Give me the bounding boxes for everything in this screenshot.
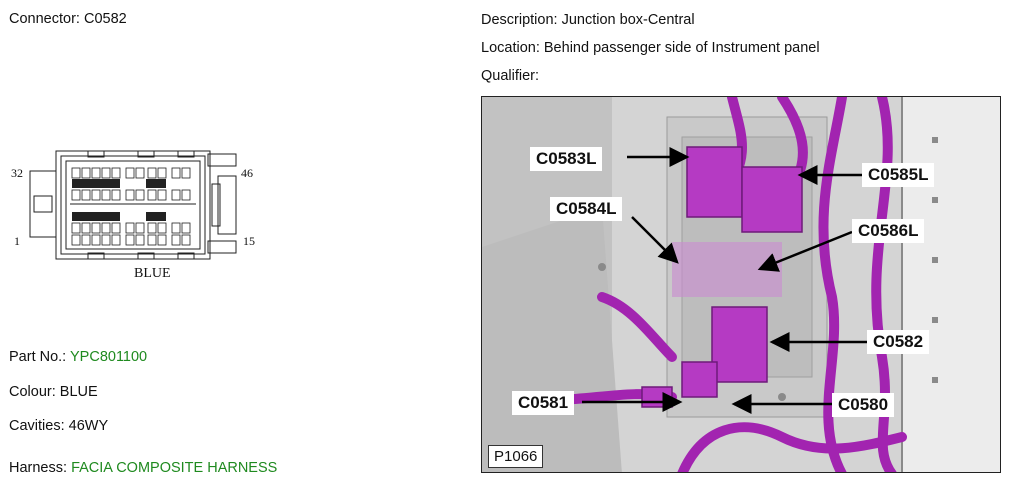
harness-field: Harness: FACIA COMPOSITE HARNESS	[9, 459, 277, 477]
connector-label: Connector:	[9, 11, 80, 27]
part-no-field: Part No.: YPC801100	[9, 348, 147, 366]
connector-colour-caption: BLUE	[134, 266, 171, 281]
connector-location-photo: C0583L C0585L C0584L C0586L C0582 C0581 …	[481, 96, 1001, 473]
photo-code-label: P1066	[488, 445, 544, 468]
qualifier-label: Qualifier:	[481, 68, 540, 84]
pin-label-15: 15	[243, 234, 255, 248]
location-label: Location:	[481, 40, 540, 56]
callout-c0586l: C0586L	[852, 219, 925, 243]
colour-label: Colour:	[9, 384, 56, 400]
harness-link[interactable]: FACIA COMPOSITE HARNESS	[71, 460, 278, 476]
location-value: Behind passenger side of Instrument pane…	[543, 40, 820, 56]
connector-field: Connector: C0582	[9, 10, 127, 28]
cavities-label: Cavities:	[9, 418, 65, 434]
location-field: Location: Behind passenger side of Instr…	[481, 39, 820, 57]
callout-c0583l: C0583L	[530, 147, 603, 171]
connector-value: C0582	[83, 11, 127, 27]
part-no-label: Part No.:	[9, 349, 67, 365]
callout-c0585l: C0585L	[862, 163, 935, 187]
cavities-value: 46WY	[68, 418, 109, 434]
callout-arrows	[582, 147, 867, 414]
qualifier-field: Qualifier:	[481, 67, 539, 85]
callout-c0582: C0582	[867, 330, 930, 354]
description-label: Description:	[481, 12, 558, 28]
colour-value: BLUE	[59, 384, 98, 400]
description-value: Junction box-Central	[561, 12, 695, 28]
description-field: Description: Junction box-Central	[481, 11, 695, 29]
cavities-field: Cavities: 46WY	[9, 417, 108, 435]
connector-face-diagram	[29, 150, 237, 260]
callout-c0584l: C0584L	[550, 197, 623, 221]
pin-label-1: 1	[14, 234, 20, 248]
callout-c0580: C0580	[832, 393, 895, 417]
colour-field: Colour: BLUE	[9, 383, 98, 401]
harness-label: Harness:	[9, 460, 68, 476]
pin-label-32: 32	[11, 166, 23, 180]
pin-label-46: 46	[241, 166, 253, 180]
part-no-link[interactable]: YPC801100	[70, 349, 148, 365]
callout-c0581: C0581	[512, 391, 575, 415]
